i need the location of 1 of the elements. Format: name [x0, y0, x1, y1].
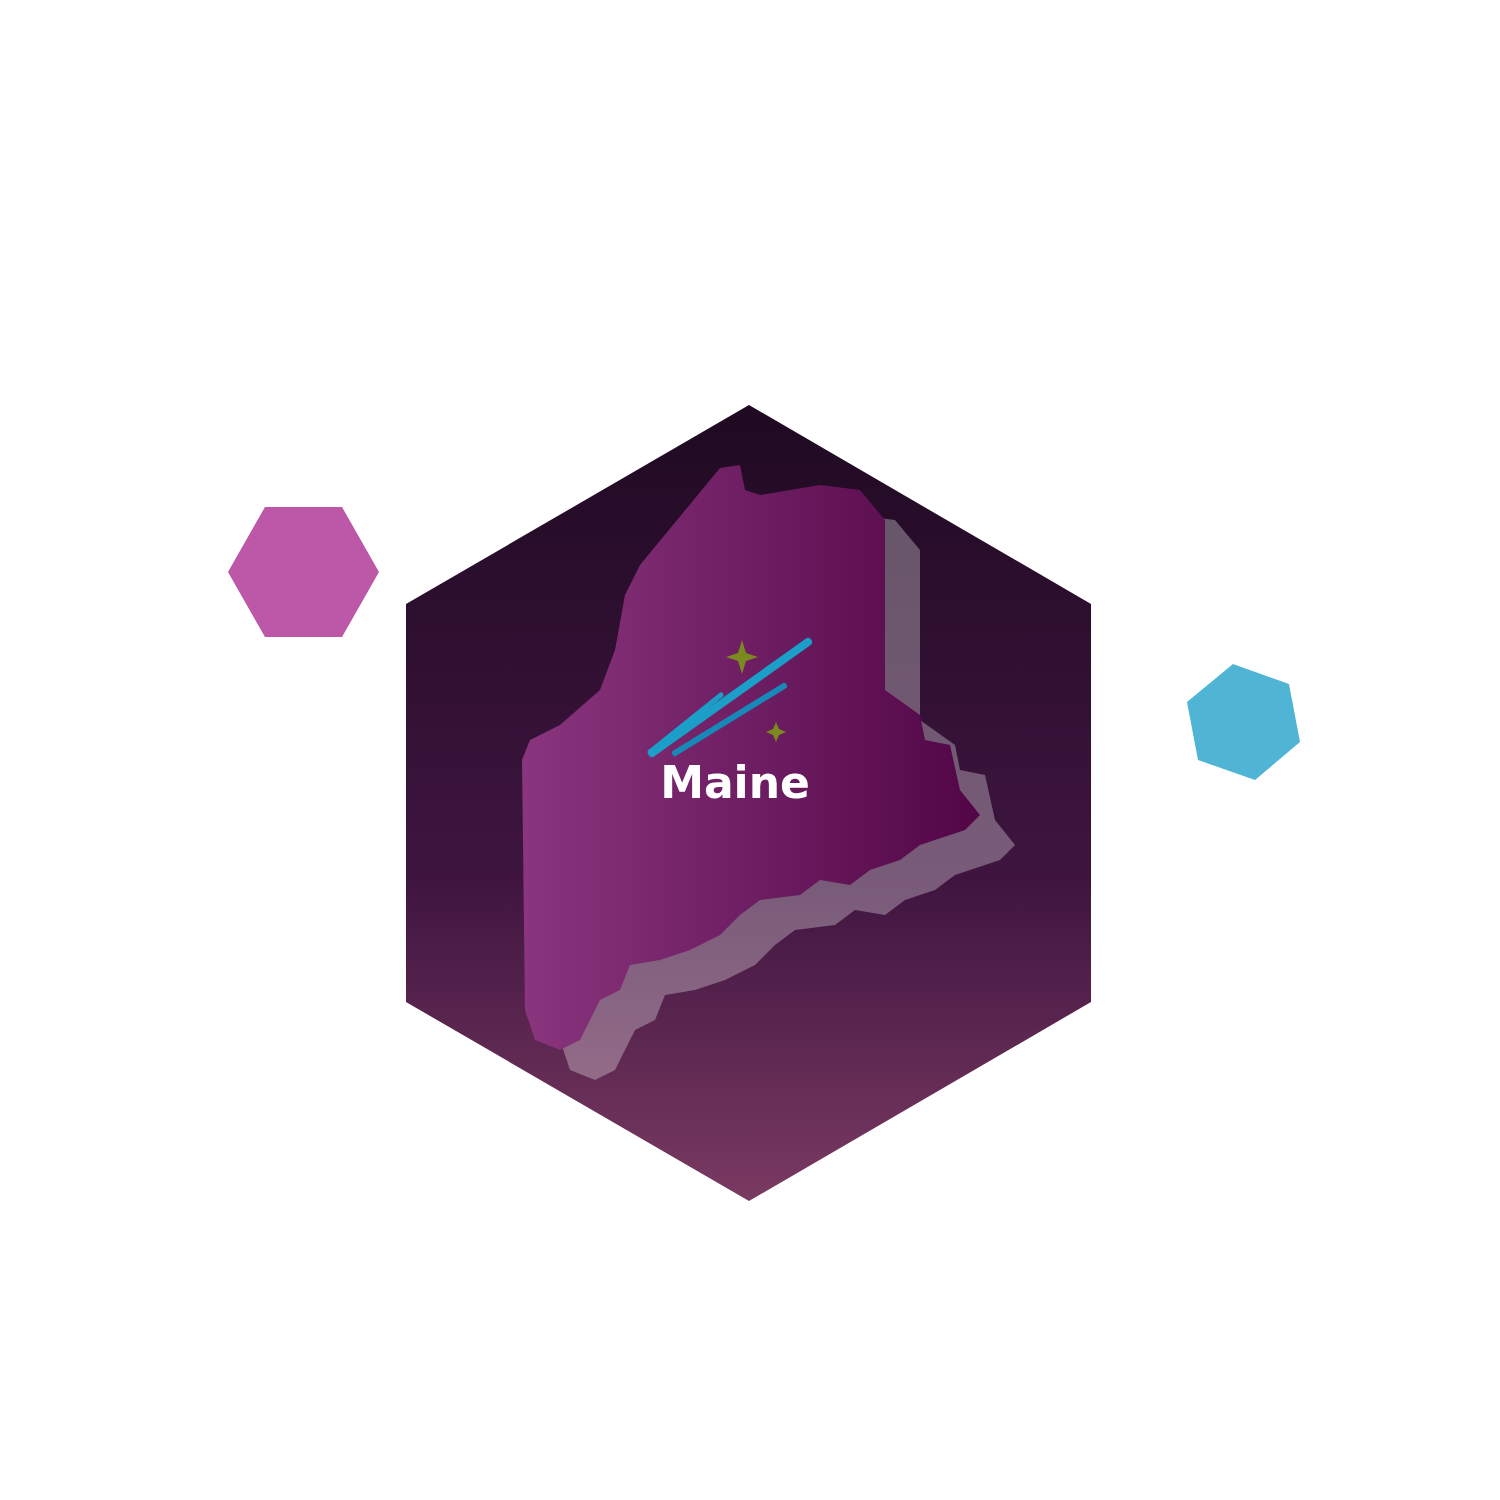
state-name: Maine	[660, 756, 810, 808]
